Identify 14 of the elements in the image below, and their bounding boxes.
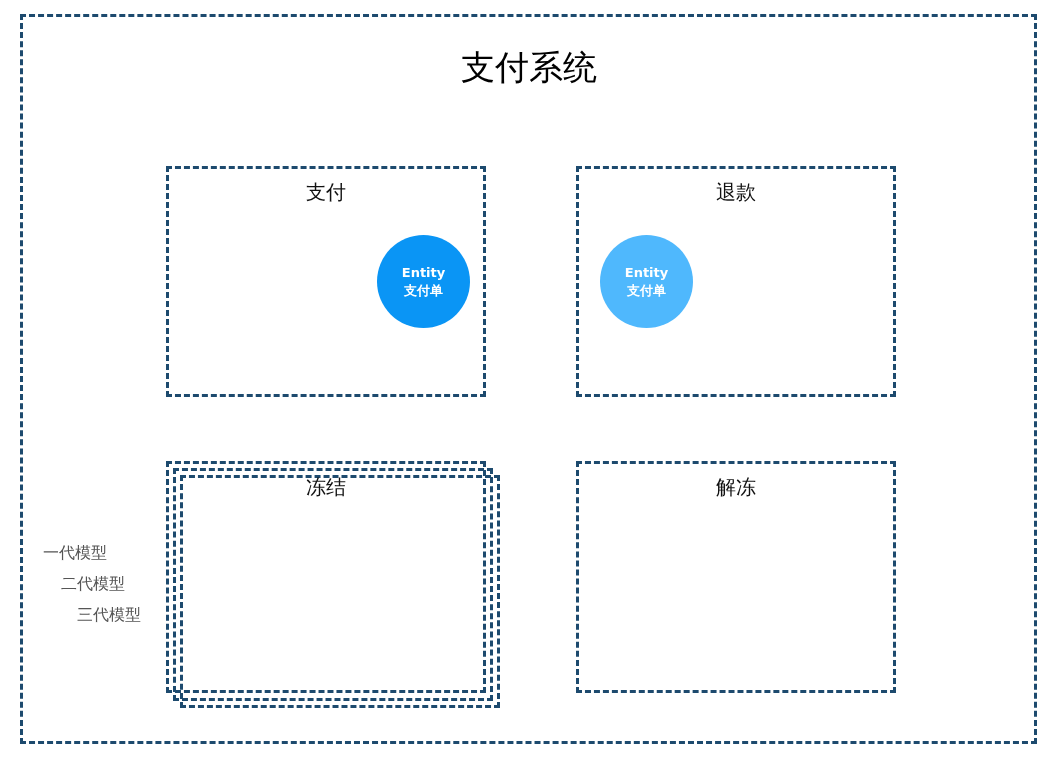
entity-label: Entity 支付单 — [400, 263, 447, 300]
frame-heading: 支付系统 — [460, 46, 597, 89]
context-box — [166, 166, 486, 397]
context-box — [576, 166, 896, 397]
box-heading: 冻结 — [306, 474, 346, 501]
model-label: 三代模型 — [77, 605, 141, 626]
entity-label: Entity 支付单 — [623, 263, 670, 300]
box-heading: 退款 — [716, 179, 756, 206]
context-box — [576, 461, 896, 693]
model-label: 二代模型 — [61, 574, 125, 595]
box-heading: 解冻 — [716, 474, 756, 501]
system-frame — [20, 14, 1037, 744]
model-label: 一代模型 — [43, 543, 107, 564]
box-heading: 支付 — [306, 179, 346, 206]
